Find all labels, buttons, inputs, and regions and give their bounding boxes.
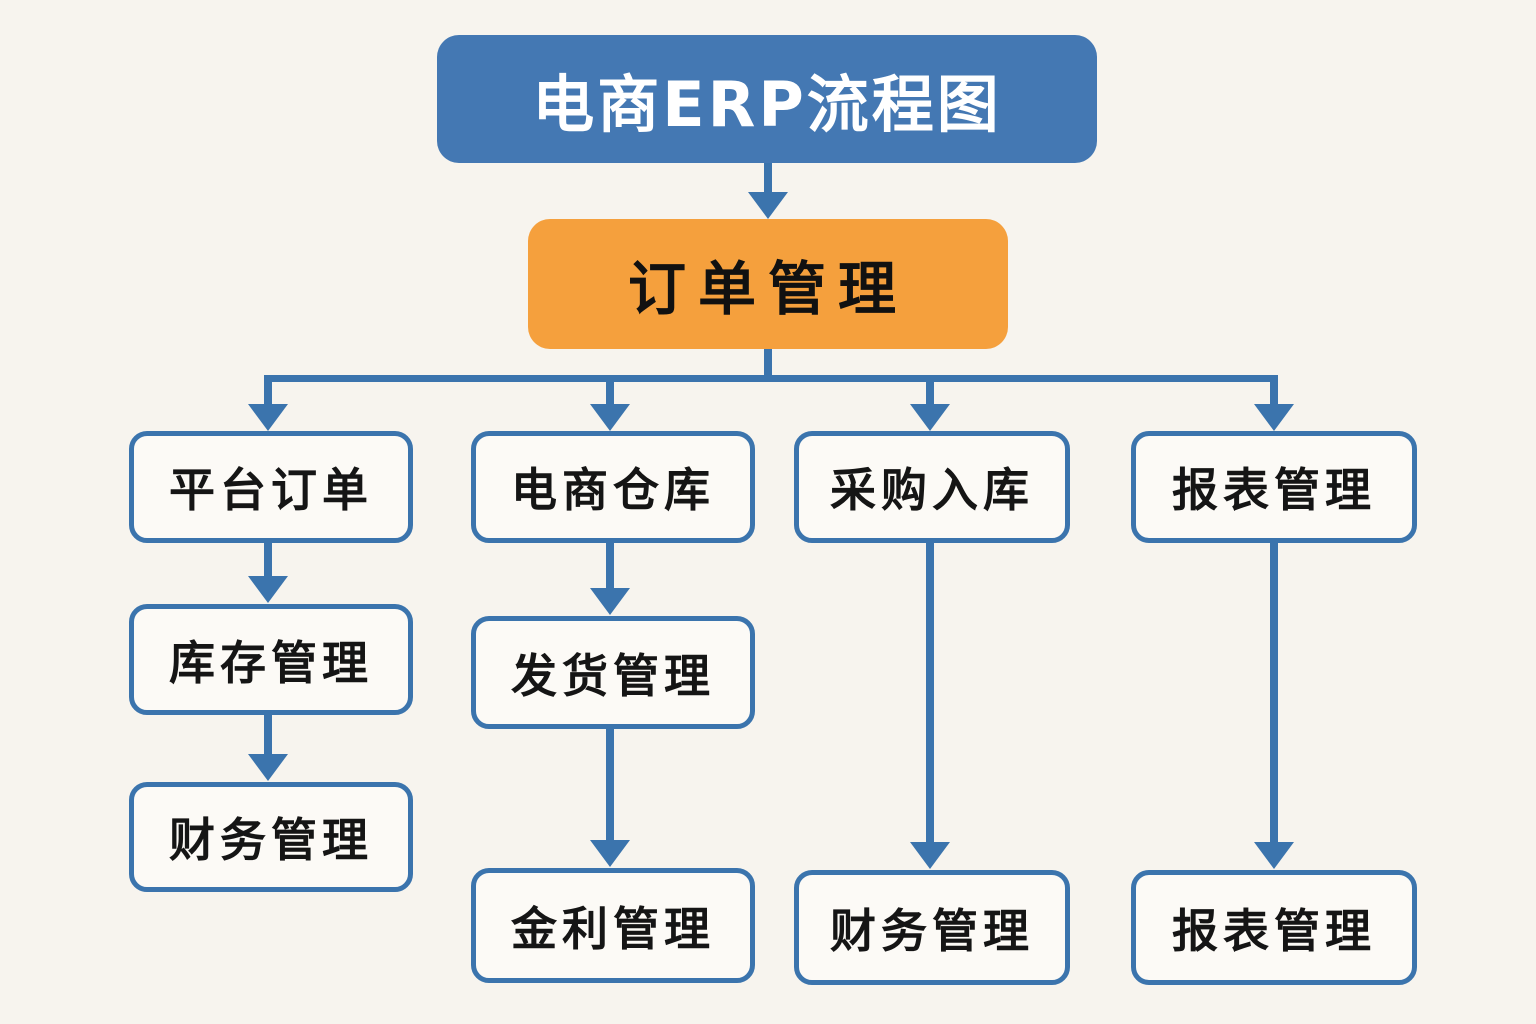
node-order-management: 订单管理 — [528, 219, 1008, 349]
node-report-management-bottom: 报表管理 — [1131, 870, 1417, 985]
edge-reporttop-to-reportbottom-arrowhead-icon — [1254, 842, 1294, 869]
node-title-label: 电商ERP流程图 — [532, 68, 1002, 141]
edge-rail-to-platform-shaft — [264, 378, 272, 406]
edge-rail-to-platform-arrowhead-icon — [248, 404, 288, 431]
edge-order-to-rail-shaft — [764, 349, 772, 382]
node-profit-management: 金利管理 — [471, 868, 755, 983]
node-finance-management-bottom-label: 财务管理 — [830, 903, 1034, 958]
node-shipping-management: 发货管理 — [471, 616, 755, 729]
edge-rail-to-report-shaft — [1270, 378, 1278, 406]
edge-inventory-to-finance-shaft — [264, 715, 272, 756]
edge-shipping-to-profit-arrowhead-icon — [590, 840, 630, 867]
edge-warehouse-to-shipping-arrowhead-icon — [590, 588, 630, 615]
edge-platform-to-inventory-shaft — [264, 543, 272, 578]
node-platform-orders-label: 平台订单 — [169, 463, 373, 517]
edge-platform-to-inventory-arrowhead-icon — [248, 576, 288, 603]
node-title: 电商ERP流程图 — [437, 35, 1097, 163]
edge-rail-to-warehouse-shaft — [606, 378, 614, 406]
edge-inventory-to-finance-arrowhead-icon — [248, 754, 288, 781]
edge-reporttop-to-reportbottom-shaft — [1270, 543, 1278, 844]
edge-rail-to-purchase-arrowhead-icon — [910, 404, 950, 431]
edge-rail-to-warehouse-arrowhead-icon — [590, 404, 630, 431]
edge-rail-to-report-arrowhead-icon — [1254, 404, 1294, 431]
node-report-management-top: 报表管理 — [1131, 431, 1417, 543]
node-finance-management-bottom: 财务管理 — [794, 870, 1070, 985]
node-finance-management-left-label: 财务管理 — [169, 813, 373, 867]
edge-purchase-to-finance-arrowhead-icon — [910, 842, 950, 869]
edge-title-to-order-arrowhead-icon — [748, 192, 788, 219]
edge-rail-to-purchase-shaft — [926, 378, 934, 406]
node-shipping-management-label: 发货管理 — [511, 648, 715, 703]
node-ecommerce-warehouse-label: 电商仓库 — [511, 463, 715, 517]
edge-title-to-order-shaft — [764, 163, 772, 194]
edge-warehouse-to-shipping-shaft — [606, 543, 614, 590]
node-report-management-top-label: 报表管理 — [1172, 463, 1376, 517]
node-inventory-management: 库存管理 — [129, 604, 413, 715]
node-ecommerce-warehouse: 电商仓库 — [471, 431, 755, 543]
node-platform-orders: 平台订单 — [129, 431, 413, 543]
node-profit-management-label: 金利管理 — [511, 901, 715, 956]
node-finance-management-left: 财务管理 — [129, 782, 413, 892]
node-purchase-inbound-label: 采购入库 — [830, 463, 1034, 517]
edge-purchase-to-finance-shaft — [926, 543, 934, 844]
node-purchase-inbound: 采购入库 — [794, 431, 1070, 543]
branch-rail-line — [264, 375, 1278, 382]
node-report-management-bottom-label: 报表管理 — [1172, 903, 1376, 958]
edge-shipping-to-profit-shaft — [606, 729, 614, 842]
node-inventory-management-label: 库存管理 — [169, 635, 373, 690]
node-order-management-label: 订单管理 — [627, 255, 908, 323]
